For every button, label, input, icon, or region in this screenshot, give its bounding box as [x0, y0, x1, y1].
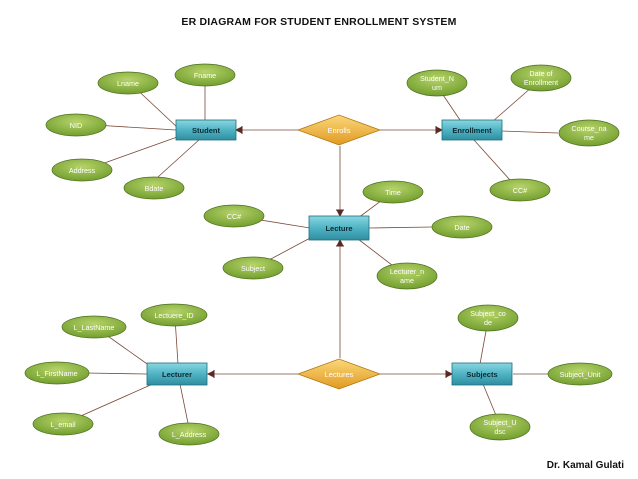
svg-text:ame: ame: [400, 276, 414, 285]
svg-text:L_Address: L_Address: [172, 430, 207, 439]
svg-text:Lectuere_ID: Lectuere_ID: [154, 311, 193, 320]
attribute-date[interactable]: Date: [431, 215, 493, 239]
svg-text:Lname: Lname: [117, 79, 139, 88]
svg-text:um: um: [432, 83, 442, 92]
attribute-nid[interactable]: NID: [45, 113, 107, 137]
svg-text:L_email: L_email: [50, 420, 76, 429]
attribute-subject-desc[interactable]: Subject_U dsc: [469, 413, 531, 441]
svg-text:CC#: CC#: [227, 212, 241, 221]
svg-text:Enrollment: Enrollment: [524, 78, 558, 87]
attribute-fname[interactable]: Fname: [174, 63, 236, 87]
attribute-bdate[interactable]: Bdate: [123, 176, 185, 200]
relationship-enrolls[interactable]: Enrolls: [296, 114, 382, 146]
svg-text:Student_N: Student_N: [420, 74, 454, 83]
entity-lecture-label: Lecture: [325, 224, 352, 233]
svg-text:L_FirstName: L_FirstName: [36, 369, 77, 378]
svg-text:Bdate: Bdate: [145, 184, 164, 193]
attribute-lname[interactable]: Lname: [97, 71, 159, 95]
svg-text:CC#: CC#: [513, 186, 527, 195]
svg-text:Fname: Fname: [194, 71, 216, 80]
attribute-student-num[interactable]: Student_N um: [406, 69, 468, 97]
attribute-l-lastname[interactable]: L_LastName: [61, 315, 127, 339]
svg-text:NID: NID: [70, 121, 82, 130]
attribute-enrollment-cc[interactable]: CC#: [489, 178, 551, 202]
svg-text:Time: Time: [385, 188, 401, 197]
svg-text:Date: Date: [454, 223, 469, 232]
entity-lecturer-label: Lecturer: [162, 370, 192, 379]
attribute-subject-unit[interactable]: Subject_Unit: [547, 362, 613, 386]
svg-text:Address: Address: [69, 166, 96, 175]
attribute-l-address[interactable]: L_Address: [158, 422, 220, 446]
svg-text:Date of: Date of: [529, 69, 552, 78]
diagram-title: ER DIAGRAM FOR STUDENT ENROLLMENT SYSTEM: [181, 16, 457, 28]
svg-text:Subject: Subject: [241, 264, 265, 273]
relationship-lectures[interactable]: Lectures: [296, 358, 382, 390]
attribute-lecturer-id[interactable]: Lectuere_ID: [140, 303, 208, 327]
attribute-l-firstname[interactable]: L_FirstName: [24, 361, 90, 385]
relationship-enrolls-label: Enrolls: [328, 126, 351, 135]
entity-lecturer[interactable]: Lecturer: [146, 362, 208, 386]
entity-student[interactable]: Student: [175, 119, 237, 141]
attribute-lecturer-name[interactable]: Lecturer_n ame: [376, 262, 438, 290]
entity-enrollment[interactable]: Enrollment: [441, 119, 503, 141]
entity-subjects-label: Subjects: [466, 370, 497, 379]
attribute-l-email[interactable]: L_email: [32, 412, 94, 436]
relationship-lectures-label: Lectures: [325, 370, 354, 379]
entity-lecture[interactable]: Lecture: [308, 215, 370, 241]
cardinality-marks: [206, 126, 454, 378]
attribute-address[interactable]: Address: [51, 158, 113, 182]
svg-text:Subject_co: Subject_co: [470, 309, 506, 318]
svg-text:Subject_U: Subject_U: [483, 418, 516, 427]
attribute-subject[interactable]: Subject: [222, 256, 284, 280]
attribute-time[interactable]: Time: [362, 180, 424, 204]
svg-text:de: de: [484, 318, 492, 327]
attribute-lecture-cc[interactable]: CC#: [203, 204, 265, 228]
entity-enrollment-label: Enrollment: [452, 126, 492, 135]
attribute-course-name[interactable]: Course_na me: [558, 119, 620, 147]
attribute-subject-code[interactable]: Subject_co de: [457, 304, 519, 332]
svg-text:L_LastName: L_LastName: [74, 323, 115, 332]
entity-student-label: Student: [192, 126, 220, 135]
entity-subjects[interactable]: Subjects: [451, 362, 513, 386]
svg-text:Lecturer_n: Lecturer_n: [390, 267, 424, 276]
svg-text:Subject_Unit: Subject_Unit: [560, 370, 601, 379]
svg-text:Course_na: Course_na: [571, 124, 606, 133]
attribute-date-of-enrollment[interactable]: Date of Enrollment: [510, 64, 572, 92]
author-credit: Dr. Kamal Gulati: [546, 460, 624, 471]
svg-text:dsc: dsc: [494, 427, 506, 436]
svg-text:me: me: [584, 133, 594, 142]
